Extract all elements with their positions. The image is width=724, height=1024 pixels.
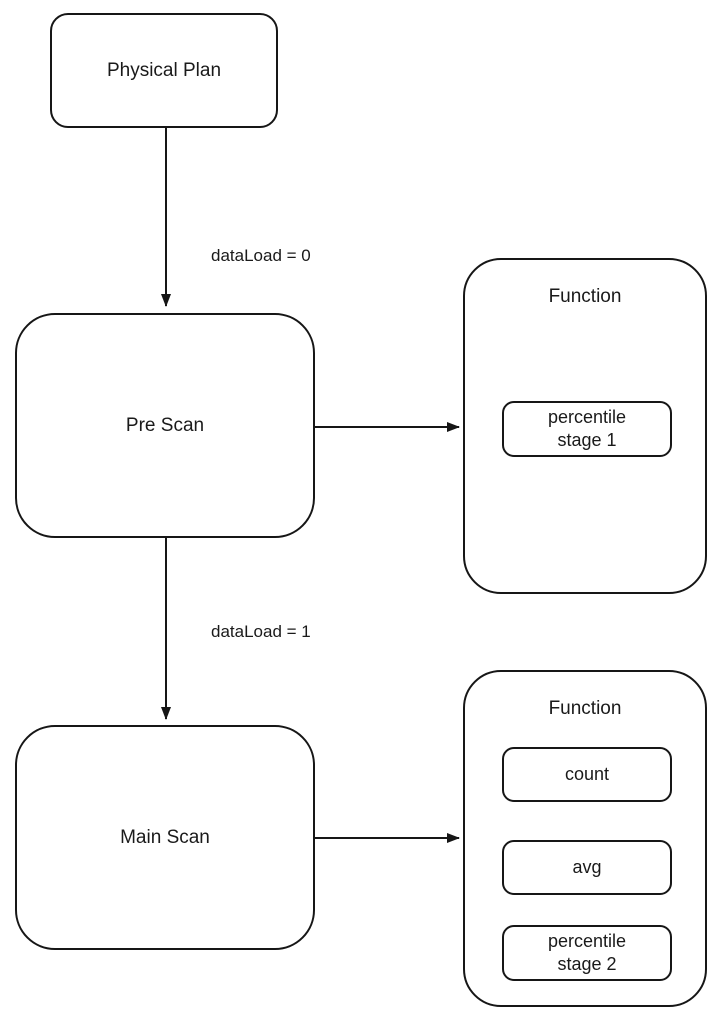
edge-label-dataload-0: dataLoad = 0: [211, 246, 311, 265]
edge-label-dataload-1: dataLoad = 1: [211, 622, 311, 641]
node-main-scan: Main Scan: [15, 725, 315, 950]
node-main-scan-label: Main Scan: [120, 826, 210, 848]
group-function-1-title: Function: [548, 286, 622, 307]
node-pre-scan: Pre Scan: [15, 313, 315, 538]
item-count: count: [502, 747, 672, 802]
node-physical-plan: Physical Plan: [50, 13, 278, 128]
item-percentile-stage-2-label: percentile stage 2: [547, 930, 627, 974]
group-function-2-title: Function: [548, 698, 622, 719]
item-percentile-stage-1: percentile stage 1: [502, 401, 672, 457]
node-physical-plan-label: Physical Plan: [106, 59, 222, 81]
group-function-1: Function percentile stage 1: [463, 258, 707, 594]
item-percentile-stage-2: percentile stage 2: [502, 925, 672, 981]
item-percentile-stage-1-label: percentile stage 1: [547, 406, 627, 450]
item-count-label: count: [564, 763, 610, 784]
item-avg-label: avg: [572, 856, 602, 877]
group-function-2: Function count avg percentile stage 2: [463, 670, 707, 1007]
node-pre-scan-label: Pre Scan: [125, 414, 205, 436]
item-avg: avg: [502, 840, 672, 895]
